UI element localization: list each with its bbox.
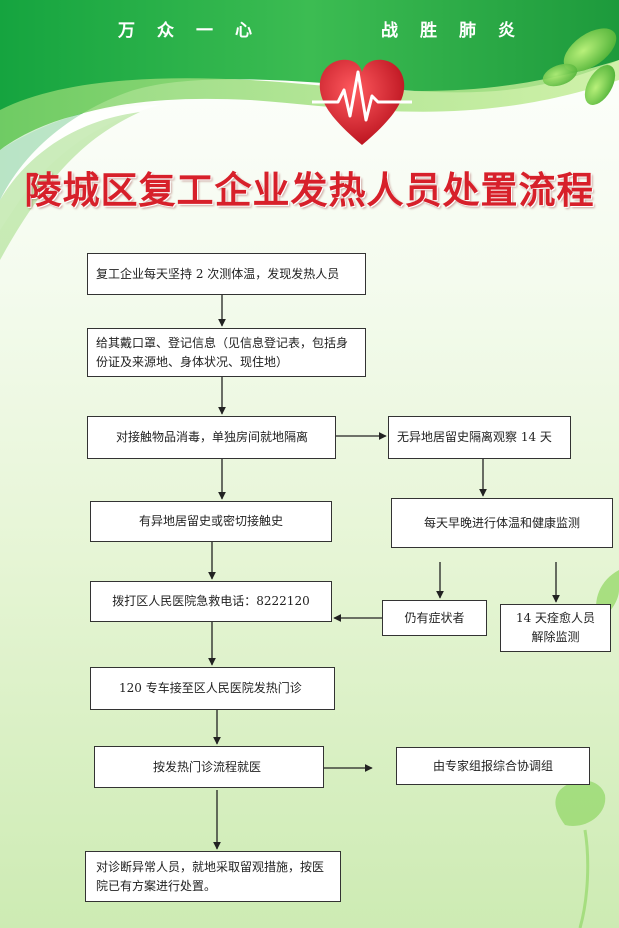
step-8-text: 对诊断异常人员，就地采取留观措施，按医院已有方案进行处置。 xyxy=(96,859,325,893)
branch-4-box: 14 天痊愈人员解除监测 xyxy=(500,604,611,652)
branch-3-text: 仍有症状者 xyxy=(404,610,465,625)
step-1-text: 复工企业每天坚持 2 次测体温，发现发热人员 xyxy=(96,266,340,281)
step-8-box: 对诊断异常人员，就地采取留观措施，按医院已有方案进行处置。 xyxy=(85,851,341,902)
step-7-text: 按发热门诊流程就医 xyxy=(153,759,262,774)
step-6-text: 120 专车接至区人民医院发热门诊 xyxy=(119,681,302,695)
slogan-right: 战胜肺炎 xyxy=(381,21,537,41)
step-5-box: 拨打区人民医院急救电话：8222120 xyxy=(90,581,332,622)
step-2-text: 给其戴口罩、登记信息（见信息登记表，包括身份证及来源地、身体状况、现住地） xyxy=(96,335,349,369)
step-2-box: 给其戴口罩、登记信息（见信息登记表，包括身份证及来源地、身体状况、现住地） xyxy=(87,328,366,377)
branch-3-box: 仍有症状者 xyxy=(382,600,487,636)
step-7-box: 按发热门诊流程就医 xyxy=(94,746,324,788)
branch-2-box: 每天早晚进行体温和健康监测 xyxy=(391,498,613,548)
branch-1-box: 无异地居留史隔离观察 14 天 xyxy=(388,416,571,459)
step-3-text: 对接触物品消毒，单独房间就地隔离 xyxy=(116,430,309,444)
step-1-box: 复工企业每天坚持 2 次测体温，发现发热人员 xyxy=(87,253,366,295)
branch-2-text: 每天早晚进行体温和健康监测 xyxy=(423,515,580,530)
report-box: 由专家组报综合协调组 xyxy=(396,747,590,785)
report-text: 由专家组报综合协调组 xyxy=(432,758,553,773)
heart-icon xyxy=(312,59,412,145)
step-3-box: 对接触物品消毒，单独房间就地隔离 xyxy=(87,416,336,459)
step-6-box: 120 专车接至区人民医院发热门诊 xyxy=(90,667,335,710)
branch-1-text: 无异地居留史隔离观察 14 天 xyxy=(397,430,552,444)
step-4-text: 有异地居留史或密切接触史 xyxy=(138,514,283,528)
slogan-left: 万众一心 xyxy=(118,21,274,41)
step-4-box: 有异地居留史或密切接触史 xyxy=(90,501,332,542)
branch-4-text: 14 天痊愈人员解除监测 xyxy=(515,611,596,644)
page-title: 陵城区复工企业发热人员处置流程 xyxy=(24,168,595,212)
step-5-text: 拨打区人民医院急救电话：8222120 xyxy=(112,594,310,608)
